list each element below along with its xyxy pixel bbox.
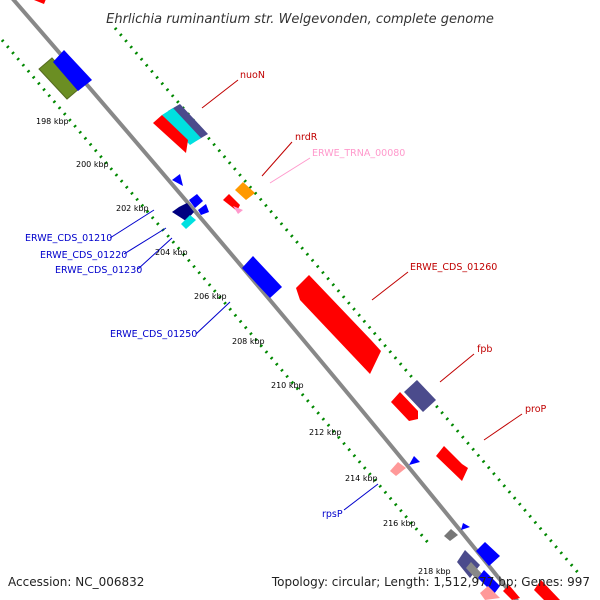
feature-rpsP-blue bbox=[409, 456, 420, 465]
feature-proP-red bbox=[436, 446, 468, 481]
map-title: Ehrlichia ruminantium str. Welgevonden, … bbox=[106, 12, 494, 27]
feature-nrdR-orange bbox=[235, 182, 255, 200]
feature-nuoN-cyan bbox=[162, 108, 201, 145]
genome-backbone bbox=[11, 0, 519, 600]
feature-cds1260-red bbox=[296, 275, 381, 374]
feature-gray-small bbox=[444, 529, 458, 541]
label-fpb: fpb bbox=[477, 344, 492, 355]
label-proP: proP bbox=[525, 404, 547, 415]
feature-blue-arrow-a bbox=[172, 174, 183, 186]
label-cds1220: ERWE_CDS_01220 bbox=[40, 250, 127, 261]
feature-blue-top bbox=[53, 50, 92, 91]
leader-lines bbox=[109, 79, 523, 511]
feature-bottom-red bbox=[534, 580, 560, 600]
tick-labels: 198 kbp 200 kbp 202 kbp 204 kbp 206 kbp … bbox=[36, 117, 451, 576]
feature-bottom-red-2 bbox=[503, 585, 520, 600]
tick-label: 204 kbp bbox=[155, 248, 188, 257]
label-cds1210: ERWE_CDS_01210 bbox=[25, 233, 112, 244]
feature-fpb-red bbox=[391, 392, 418, 421]
tick-label: 216 kbp bbox=[383, 519, 416, 528]
label-cds1230: ERWE_CDS_01230 bbox=[55, 265, 142, 276]
tick-label: 198 kbp bbox=[36, 117, 69, 126]
feature-top-left-red bbox=[34, 0, 46, 4]
accession-text: Accession: NC_006832 bbox=[8, 575, 144, 589]
feature-nuoN-red bbox=[153, 115, 188, 153]
feature-cds1250-blue bbox=[242, 256, 282, 298]
label-nrdR: nrdR bbox=[295, 132, 318, 143]
feature-bottom-pink bbox=[480, 586, 500, 600]
feature-blue-arrow-b bbox=[189, 194, 203, 208]
feature-nuoN-purple bbox=[168, 104, 208, 141]
feature-bottom-gray bbox=[466, 562, 483, 581]
label-trna: ERWE_TRNA_00080 bbox=[312, 148, 405, 159]
feature-bottom-blue-2 bbox=[478, 570, 500, 594]
tick-label: 210 kbp bbox=[271, 381, 304, 390]
feature-pink-small bbox=[390, 462, 406, 476]
label-cds1260: ERWE_CDS_01260 bbox=[410, 262, 497, 273]
feature-blue-tiny bbox=[461, 523, 470, 530]
label-rpsP: rpsP bbox=[322, 509, 343, 520]
tick-label: 218 kbp bbox=[418, 567, 451, 576]
feature-cyan-small bbox=[181, 215, 196, 229]
tick-label: 208 kbp bbox=[232, 337, 265, 346]
feature-fpb-purple bbox=[404, 380, 436, 412]
tick-label: 200 kbp bbox=[76, 160, 109, 169]
tick-label: 212 kbp bbox=[309, 428, 342, 437]
tick-label: 214 kbp bbox=[345, 474, 378, 483]
feature-trna-pink bbox=[233, 206, 243, 214]
label-cds1250: ERWE_CDS_01250 bbox=[110, 329, 197, 340]
tick-label: 202 kbp bbox=[116, 204, 149, 213]
tick-label: 206 kbp bbox=[194, 292, 227, 301]
label-nuoN: nuoN bbox=[240, 70, 265, 81]
feature-red-small bbox=[223, 194, 240, 211]
feature-blue-arrow-c bbox=[198, 204, 209, 215]
genome-summary-text: Topology: circular; Length: 1,512,977 bp… bbox=[271, 575, 590, 589]
feature-bottom-blue-1 bbox=[476, 542, 500, 566]
gene-labels: nuoN nrdR ERWE_TRNA_00080 ERWE_CDS_01260… bbox=[25, 70, 547, 520]
